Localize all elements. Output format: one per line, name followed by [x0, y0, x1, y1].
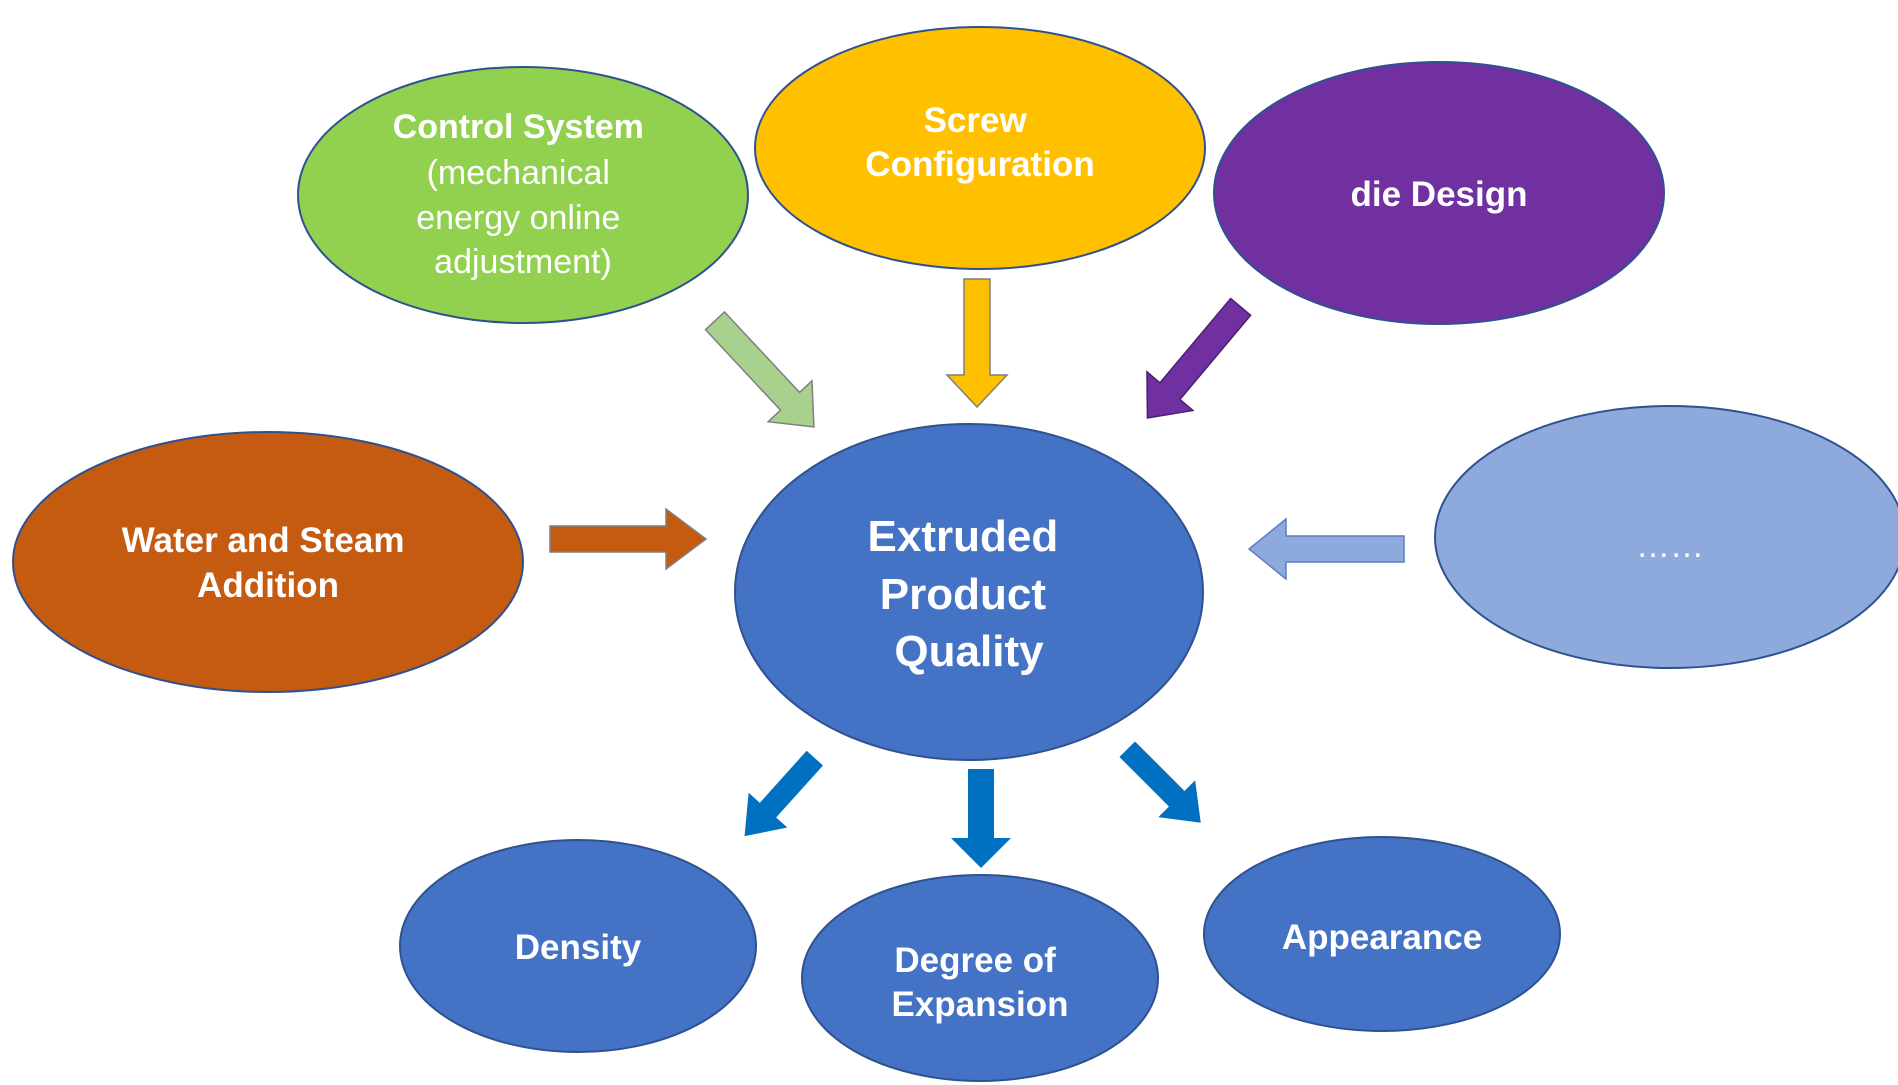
node-water-steam-label: Water and Steam Addition: [122, 521, 414, 605]
node-control-system: Control System (mechanical energy online…: [297, 66, 749, 324]
arrow-to-appearance: [1119, 741, 1201, 823]
node-appearance: Appearance: [1203, 836, 1561, 1032]
node-degree-of-expansion-label: Degree of Expansion: [892, 941, 1069, 1024]
node-control-system-label: Control System (mechanical energy online…: [393, 108, 654, 281]
node-density-label: Density: [515, 928, 642, 967]
node-appearance-label: Appearance: [1282, 918, 1482, 957]
arrow-water-steam: [549, 507, 708, 571]
node-die-design: die Design: [1213, 61, 1665, 325]
arrow-other: [1247, 517, 1405, 581]
arrow-to-degree-of-expansion: [951, 769, 1011, 868]
node-other-label: ……: [1636, 527, 1704, 565]
arrow-screw-configuration: [945, 278, 1009, 409]
node-screw-configuration: Screw Configuration: [754, 26, 1206, 270]
node-screw-configuration-label: Screw Configuration: [865, 101, 1094, 184]
node-center-label: Extruded Product Quality: [868, 512, 1071, 676]
node-center: Extruded Product Quality: [734, 423, 1204, 761]
node-degree-of-expansion: Degree of Expansion: [801, 874, 1159, 1082]
node-water-steam: Water and Steam Addition: [12, 431, 524, 693]
node-die-design-label: die Design: [1351, 175, 1528, 214]
arrow-die-design: [1146, 297, 1252, 419]
node-other: ……: [1434, 405, 1898, 669]
arrow-to-density: [744, 750, 823, 837]
node-density: Density: [399, 839, 757, 1053]
arrow-control-system: [704, 310, 815, 428]
